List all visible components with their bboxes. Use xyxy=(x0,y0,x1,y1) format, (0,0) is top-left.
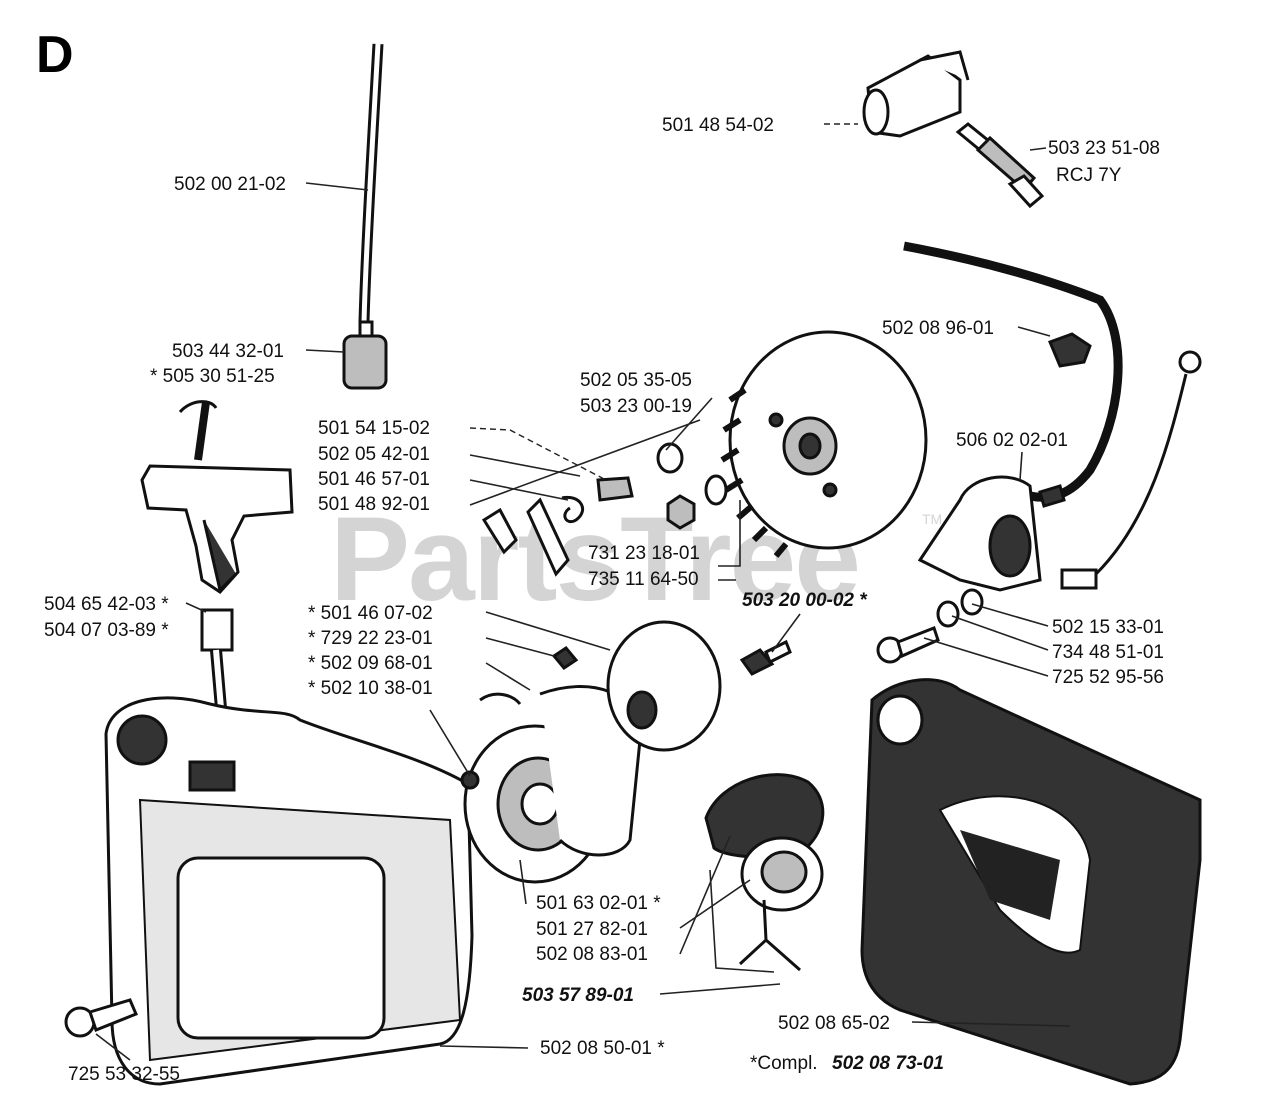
fuel-cap-drawing xyxy=(704,773,825,972)
label-729-22-23-01: * 729 22 23-01 xyxy=(308,628,433,649)
washer-502-drawing xyxy=(960,588,984,616)
label-501-63-02-01: 501 63 02-01 * xyxy=(536,893,661,914)
spark-plug-boot-drawing xyxy=(862,50,970,138)
label-501-27-82-01: 501 27 82-01 xyxy=(536,919,648,940)
flywheel-drawing xyxy=(720,330,928,558)
label-503-20-00-02: 503 20 00-02 * xyxy=(742,590,868,611)
leader-p32 xyxy=(95,1033,131,1061)
bracket-drawing xyxy=(1048,332,1092,368)
screw-503-20-00-02-drawing xyxy=(739,639,792,676)
label-501-48-54-02: 501 48 54-02 xyxy=(662,115,774,136)
leader-p12 xyxy=(469,479,569,501)
leader-p19 xyxy=(485,611,611,651)
leader-p04 xyxy=(305,182,369,191)
leader-p14 xyxy=(1019,451,1023,481)
leader-p30b xyxy=(659,983,781,995)
nut-drawing xyxy=(666,494,696,530)
label-compl-prefix: *Compl. xyxy=(750,1053,818,1074)
leader-p21 xyxy=(485,662,531,691)
label-502-08-83-01: 502 08 83-01 xyxy=(536,944,648,965)
label-502-10-38-01: * 502 10 38-01 xyxy=(308,678,433,699)
leader-p05 xyxy=(1017,326,1051,337)
leader-p33 xyxy=(439,1045,529,1049)
leader-p06 xyxy=(305,349,345,353)
fuel-filter-drawing xyxy=(342,320,388,390)
label-502-08-50-01: 502 08 50-01 * xyxy=(540,1038,665,1059)
label-502-05-35-05: 502 05 35-05 xyxy=(580,370,692,391)
label-503-23-51-08: 503 23 51-08 xyxy=(1048,138,1160,159)
screw-725-53-32-55-drawing xyxy=(64,998,138,1038)
leader-p15 xyxy=(718,500,741,567)
label-725-52-95-56: 725 52 95-56 xyxy=(1052,667,1164,688)
label-501-46-07-02: * 501 46 07-02 xyxy=(308,603,433,624)
washer-drawing xyxy=(656,442,684,474)
leader-p24 xyxy=(971,603,1049,627)
leader-p17 xyxy=(185,602,207,613)
washer-2-drawing xyxy=(704,474,728,506)
leader-p28 xyxy=(679,879,751,929)
label-734-48-51-01: 734 48 51-01 xyxy=(1052,642,1164,663)
screw-725-52-95-56-drawing xyxy=(876,626,940,664)
label-502-08-96-01: 502 08 96-01 xyxy=(882,318,994,339)
leader-p20 xyxy=(485,637,555,657)
label-501-48-92-01: 501 48 92-01 xyxy=(318,494,430,515)
label-502-08-65-02: 502 08 65-02 xyxy=(778,1013,890,1034)
starter-pawl-drawing xyxy=(481,476,634,577)
label-rcj-7y: RCJ 7Y xyxy=(1056,165,1122,186)
leader-p13 xyxy=(469,419,701,506)
label-725-53-32-55: 725 53 32-55 xyxy=(68,1064,180,1085)
starter-handle-drawing xyxy=(140,400,294,652)
cylinder-cover-drawing xyxy=(860,678,1202,1086)
leader-p10 xyxy=(469,427,607,481)
leader-p25 xyxy=(951,615,1049,651)
label-502-00-21-02: 502 00 21-02 xyxy=(174,174,286,195)
starter-housing-drawing xyxy=(104,696,474,1086)
leader-p22 xyxy=(429,709,471,777)
label-501-54-15-02: 501 54 15-02 xyxy=(318,418,430,439)
leader-p11 xyxy=(469,454,581,477)
leader-p02 xyxy=(1029,147,1047,151)
leader-p29 xyxy=(679,835,731,955)
label-503-23-00-19: 503 23 00-19 xyxy=(580,396,692,417)
label-506-02-02-01: 506 02 02-01 xyxy=(956,430,1068,451)
section-letter: D xyxy=(36,26,74,84)
leader-p30a xyxy=(709,869,775,973)
label-502-15-33-01: 502 15 33-01 xyxy=(1052,617,1164,638)
ignition-coil-drawing xyxy=(903,241,1202,592)
leader-p26 xyxy=(923,637,1049,677)
leader-p31 xyxy=(911,1021,1071,1027)
label-504-65-42-03: 504 65 42-03 * xyxy=(44,594,169,615)
label-735-11-64-50: 735 11 64-50 xyxy=(588,569,699,590)
label-503-44-32-01: 503 44 32-01 xyxy=(172,341,284,362)
label-501-46-57-01: 501 46 57-01 xyxy=(318,469,430,490)
watermark-tm: TM xyxy=(922,511,942,527)
screw-729-22-23-01-drawing xyxy=(551,646,579,670)
fuel-hose-inner xyxy=(361,43,381,323)
label-compl-number: 502 08 73-01 xyxy=(832,1053,944,1074)
label-504-07-03-89: 504 07 03-89 * xyxy=(44,620,169,641)
label-731-23-18-01: 731 23 18-01 xyxy=(588,543,700,564)
leader-p23 xyxy=(771,613,801,653)
spark-plug-drawing xyxy=(955,122,1045,209)
label-503-57-89-01: 503 57 89-01 xyxy=(522,985,634,1006)
label-502-09-68-01: * 502 09 68-01 xyxy=(308,653,433,674)
leader-p27 xyxy=(519,859,527,905)
washer-734-drawing xyxy=(936,600,960,628)
label-505-30-51-25: * 505 30 51-25 xyxy=(150,366,275,387)
label-502-05-42-01: 502 05 42-01 xyxy=(318,444,430,465)
starter-disc-drawing xyxy=(606,620,722,752)
